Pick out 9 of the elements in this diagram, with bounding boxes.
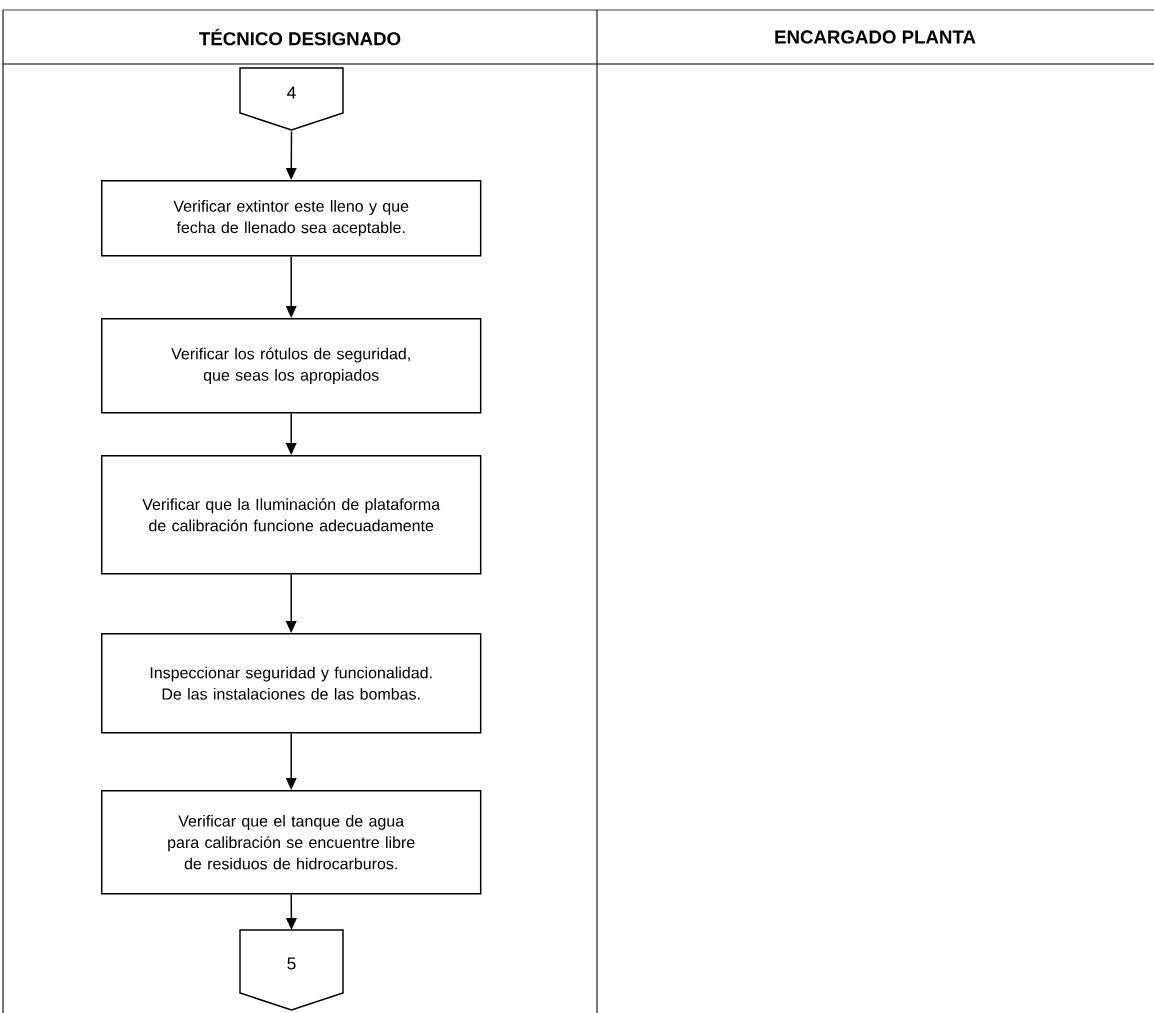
process-box: Inspeccionar seguridad y funcionalidad. De las instalaciones de las bombas. xyxy=(101,633,482,734)
process-box: Verificar que la Iluminación de plataforma de calibración funcione adecuadamente xyxy=(101,455,482,575)
process-box: Verificar los rótulos de seguridad, que seas los apropiados xyxy=(101,318,482,414)
off-page-connector: 4 xyxy=(239,67,344,131)
column-header: TÉCNICO DESIGNADO xyxy=(199,28,401,46)
process-box: Verificar que el tanque de agua para calibración se encuentre libre de residuos de hidrocarburos. xyxy=(101,790,482,895)
column-header: ENCARGADO PLANTA xyxy=(775,30,976,44)
process-box: Verificar extintor este lleno y que fecha de llenado sea aceptable. xyxy=(101,180,482,257)
off-page-connector: 5 xyxy=(239,929,344,1011)
